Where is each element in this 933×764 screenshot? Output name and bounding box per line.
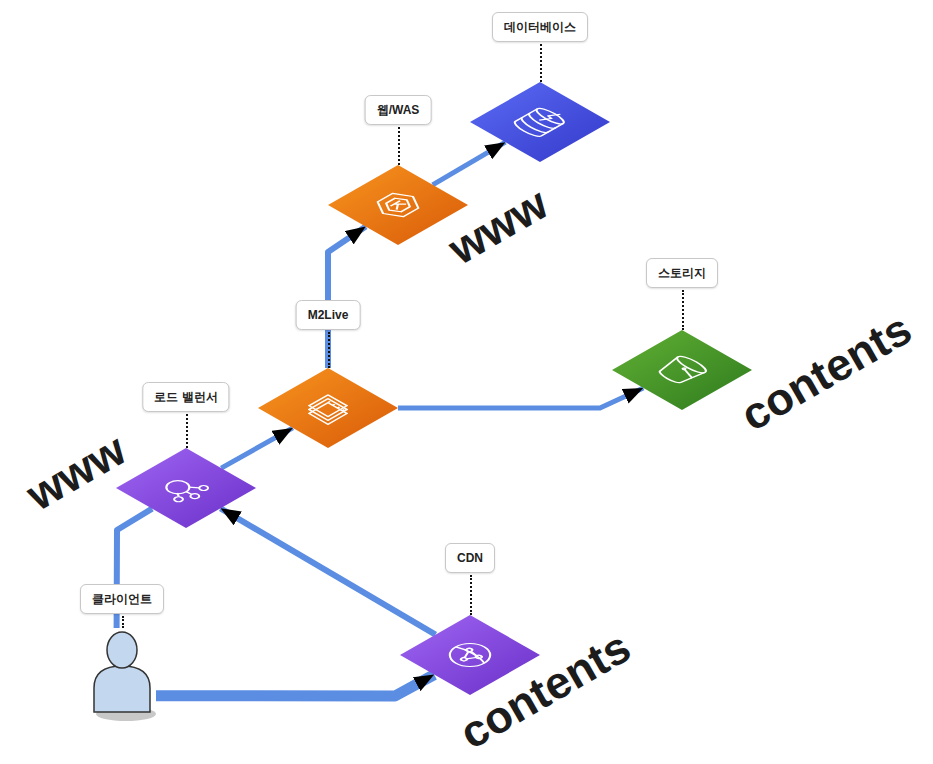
node-label: 클라이언트 [80, 584, 164, 614]
database-node: 데이터베이스 [470, 82, 610, 162]
node-label: CDN [445, 543, 495, 573]
connector [398, 388, 643, 408]
protocol-label: www [19, 426, 132, 517]
isometric-diamond [116, 448, 256, 528]
leader-line [540, 44, 542, 82]
node-label: 데이터베이스 [492, 12, 588, 42]
protocol-label: contents [734, 306, 919, 439]
protocol-label: www [441, 180, 554, 271]
node-label: 로드 밸런서 [142, 382, 229, 412]
connector [433, 142, 506, 185]
storage-node: 스토리지 [612, 330, 752, 410]
node-label: M2Live [296, 300, 361, 330]
leader-line [470, 575, 472, 615]
node-label: 웹/WAS [365, 95, 432, 125]
person-icon [88, 628, 156, 722]
load-balancer-node: 로드 밸런서 [116, 448, 256, 528]
connector [221, 428, 293, 468]
leader-line [186, 414, 188, 448]
m2live-node: M2Live [258, 368, 398, 448]
node-label: 스토리지 [646, 258, 718, 288]
client-node: 클라이언트 [88, 628, 156, 722]
leader-line [328, 332, 330, 368]
isometric-diamond [470, 82, 610, 162]
leader-line [122, 616, 124, 628]
leader-line [682, 290, 684, 330]
isometric-diamond [612, 330, 752, 410]
connector [156, 675, 434, 696]
leader-line [398, 127, 400, 165]
connector [221, 508, 436, 634]
connector [328, 227, 366, 368]
isometric-diamond [258, 368, 398, 448]
